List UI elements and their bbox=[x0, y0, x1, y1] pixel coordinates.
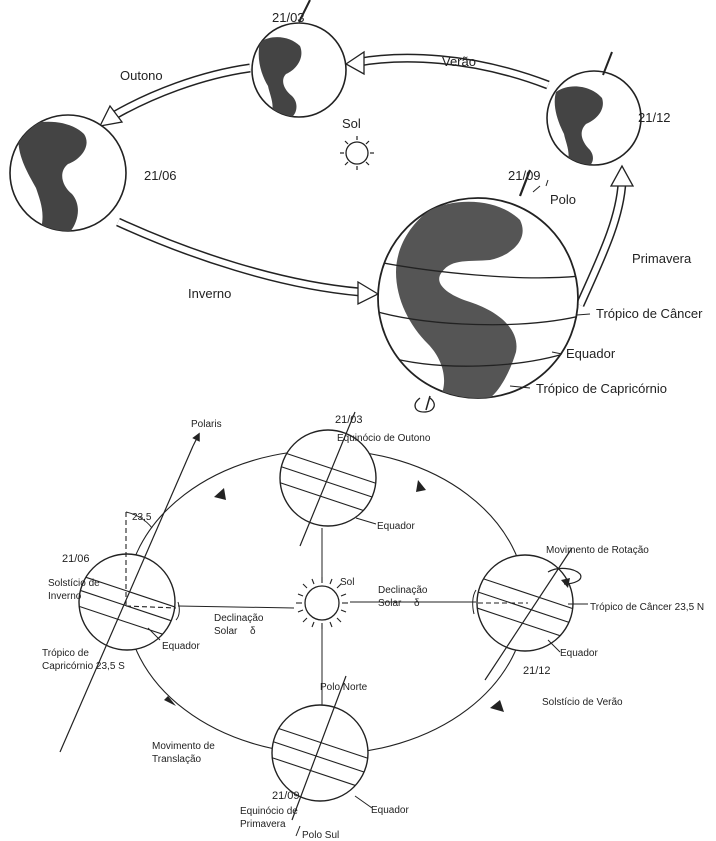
equator-label-right: Equador bbox=[560, 648, 598, 659]
bottom-globe-december bbox=[462, 548, 588, 680]
declination-left-symbol: δ bbox=[250, 626, 256, 637]
equator-label-left: Equador bbox=[162, 641, 200, 652]
north-pole-label: Polo Norte bbox=[320, 682, 368, 693]
top-sun-label: Sol bbox=[342, 116, 361, 131]
top-tropic-capricorn-label: Trópico de Capricórnio bbox=[536, 381, 667, 396]
top-date-march: 21/03 bbox=[272, 10, 305, 25]
translation-line2: Translação bbox=[152, 754, 202, 765]
arrow-spring bbox=[580, 166, 633, 305]
arrow-winter bbox=[118, 222, 378, 304]
declination-left-line2: Solar bbox=[214, 626, 238, 637]
polaris-label: Polaris bbox=[191, 419, 222, 430]
spring-equinox-line1: Equinócio de bbox=[240, 806, 298, 817]
south-pole-label: Polo Sul bbox=[302, 830, 339, 841]
bottom-date-september: 21/09 bbox=[272, 790, 300, 802]
spring-equinox-line2: Primavera bbox=[240, 819, 286, 830]
top-tropic-cancer-label: Trópico de Câncer bbox=[596, 306, 703, 321]
declination-right-line1: Declinação bbox=[378, 585, 428, 596]
declination-right-symbol: δ bbox=[414, 598, 420, 609]
sun-label-bottom: Sol bbox=[340, 577, 354, 588]
top-pole-label: Polo bbox=[550, 192, 576, 207]
winter-solstice-line2: Inverno bbox=[48, 591, 82, 602]
polaris-arrow bbox=[193, 434, 199, 446]
tropic-cancer-label: Trópico de Câncer 23,5 N bbox=[590, 602, 704, 613]
declination-right-line2: Solar bbox=[378, 598, 402, 609]
rotation-label: Movimento de Rotação bbox=[546, 545, 649, 556]
tropic-capricorn-line1: Trópico de bbox=[42, 648, 89, 659]
equator-label-bottom: Equador bbox=[371, 805, 409, 816]
top-season-spring: Primavera bbox=[632, 251, 692, 266]
top-season-autumn: Outono bbox=[120, 68, 163, 83]
top-season-summer: Verão bbox=[442, 54, 476, 69]
top-season-winter: Inverno bbox=[188, 286, 231, 301]
equator-label-top: Equador bbox=[377, 521, 415, 532]
summer-solstice-label: Solstício de Verão bbox=[542, 697, 623, 708]
top-equator-label: Equador bbox=[566, 346, 616, 361]
top-date-june: 21/06 bbox=[144, 168, 177, 183]
top-date-september: 21/09 bbox=[508, 168, 541, 183]
globe-june bbox=[10, 115, 126, 232]
angle-label: 23,5 bbox=[132, 512, 152, 523]
top-date-december: 21/12 bbox=[638, 110, 671, 125]
sun-top bbox=[340, 136, 374, 170]
autumn-equinox-label: Equinócio de Outono bbox=[337, 433, 431, 444]
tropic-capricorn-line2: Capricórnio 23,5 S bbox=[42, 661, 125, 672]
bottom-date-june: 21/06 bbox=[62, 553, 90, 565]
winter-solstice-line1: Solstício de bbox=[48, 578, 100, 589]
bottom-date-march: 21/03 bbox=[335, 414, 363, 426]
globe-december bbox=[547, 52, 641, 168]
declination-left-line1: Declinação bbox=[214, 613, 264, 624]
bottom-date-december: 21/12 bbox=[523, 665, 551, 677]
translation-line1: Movimento de bbox=[152, 741, 215, 752]
